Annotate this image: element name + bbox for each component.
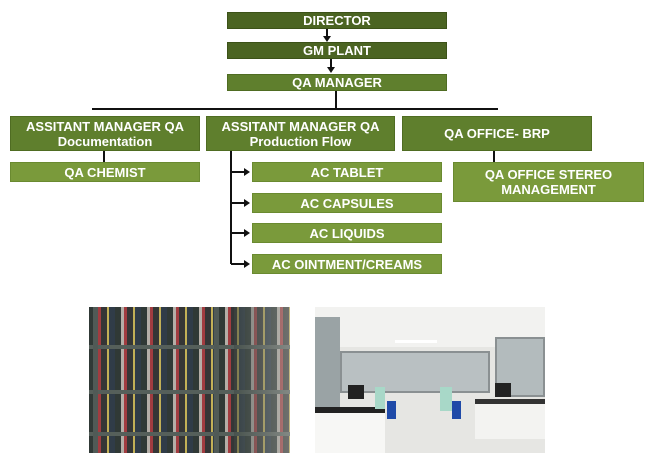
arrow-right-icon [244,199,250,207]
box-qa-office-stereo: QA OFFICE STEREO MANAGEMENT [453,162,644,202]
arrow-right-icon [244,168,250,176]
connector [231,171,245,173]
arrow-down-icon [327,67,335,73]
subtitle-line: MANAGEMENT [501,182,596,197]
connector [231,232,245,234]
box-gm-plant: GM PLANT [227,42,447,59]
connector [493,151,495,162]
arrow-right-icon [244,260,250,268]
subtitle-line: Documentation [57,133,153,149]
connector [326,29,328,37]
box-ac-tablet: AC TABLET [252,162,442,182]
title-line: QA OFFICE STEREO [484,167,613,182]
subtitle-line: Production Flow [249,133,352,149]
title-line: ASSITANT MANAGER QA [221,118,380,134]
arrow-down-icon [323,36,331,42]
connector [330,59,332,68]
connector [103,151,105,162]
title-line: ASSITANT MANAGER QA [26,118,184,134]
connector [231,263,245,265]
box-qa-office-brp: QA OFFICE- BRP [402,116,592,151]
photo-document-shelves [89,307,290,453]
box-ac-liquids: AC LIQUIDS [252,223,442,243]
photo-qa-office [315,307,545,453]
vertical-connector [230,151,232,264]
box-ac-ointment-creams: AC OINTMENT/CREAMS [252,254,442,274]
connector [231,202,245,204]
box-asst-manager-production: ASSITANT MANAGER QA Production Flow [206,116,395,151]
box-director: DIRECTOR [227,12,447,29]
arrow-right-icon [244,229,250,237]
horizontal-connector [92,108,498,110]
box-qa-chemist: QA CHEMIST [10,162,200,182]
connector [335,91,337,109]
box-asst-manager-documentation: ASSITANT MANAGER QA Documentation [10,116,200,151]
box-ac-capsules: AC CAPSULES [252,193,442,213]
box-qa-manager: QA MANAGER [227,74,447,91]
